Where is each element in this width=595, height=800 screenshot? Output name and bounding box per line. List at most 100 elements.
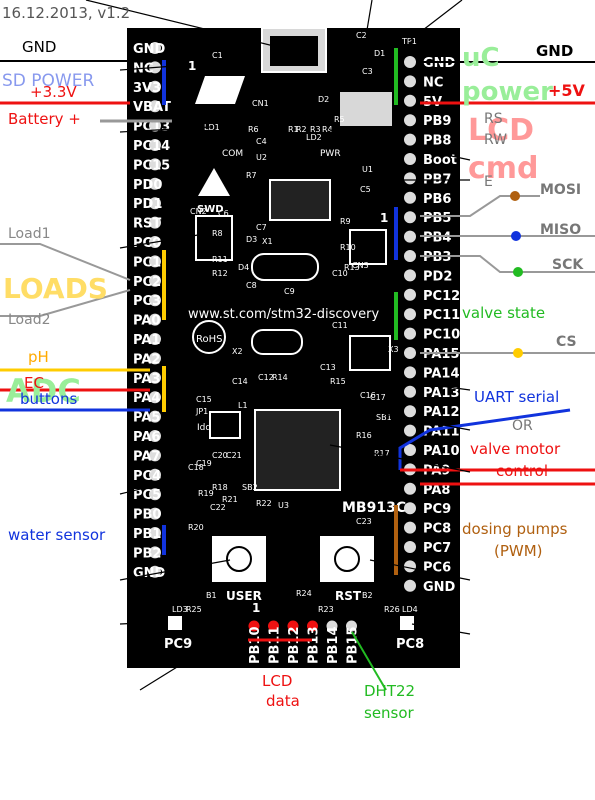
board-url: www.st.com/stm32-discovery xyxy=(188,307,380,322)
led-ld4 xyxy=(400,616,414,630)
board-rst-label: RST xyxy=(335,589,362,603)
ann-valve-motor-2: control xyxy=(496,462,548,480)
component-label-cn1: CN1 xyxy=(252,99,269,108)
component-label-r15: R15 xyxy=(330,377,346,386)
left-pin-label: PA4 xyxy=(133,391,160,406)
right-pin-label: PC9 xyxy=(423,502,451,517)
left-pin-label: GND xyxy=(133,42,166,57)
left-pin-label: PA7 xyxy=(133,449,160,464)
right-pin-label: PC7 xyxy=(423,541,451,556)
left-pin-label: PC4 xyxy=(133,469,161,484)
miso-dot xyxy=(511,231,521,241)
component-label-r4: R4 xyxy=(322,125,333,134)
right-pin-label: PA10 xyxy=(423,444,460,459)
component-label-d3: D3 xyxy=(246,235,257,244)
right-pad-pc12 xyxy=(404,289,416,301)
component-label-c3: C3 xyxy=(362,67,373,76)
component-label-c9: C9 xyxy=(284,287,295,296)
right-pin-label: GND xyxy=(423,56,456,71)
left-pin-label: PB1 xyxy=(133,527,161,542)
right-pin-label: NC xyxy=(423,75,443,90)
cs-dot xyxy=(513,348,523,358)
right-pad-pb5 xyxy=(404,211,416,223)
button-rst-knob[interactable] xyxy=(335,547,359,571)
bottom-pin-label: PB14 xyxy=(326,626,341,664)
right-pad-pa11 xyxy=(404,425,416,437)
component-label-r26: R26 xyxy=(384,605,400,614)
ann-battery: Battery + xyxy=(8,110,81,128)
right-pin-label: PB6 xyxy=(423,192,451,207)
component-label-r18: R18 xyxy=(212,483,228,492)
component-label-c1: C1 xyxy=(212,51,223,60)
right-pad-pd2 xyxy=(404,269,416,281)
ann-plus-5v: +5V xyxy=(548,81,586,100)
ann-plus-3v3: +3.3V xyxy=(30,83,77,101)
component-label-cn3: CN3 xyxy=(352,261,369,270)
right-pin-label: Boot xyxy=(423,153,457,168)
component-label-l1: L1 xyxy=(238,401,248,410)
right-pad-pb4 xyxy=(404,231,416,243)
board-pin1-right: 1 xyxy=(380,211,388,225)
left-pin-label: PC5 xyxy=(133,488,161,503)
ann-power: power xyxy=(462,77,553,107)
ann-rs: RS xyxy=(484,111,503,127)
led-ld3 xyxy=(168,616,182,630)
right-pad-pa12 xyxy=(404,405,416,417)
right-pad-pc7 xyxy=(404,541,416,553)
right-pin-label: PB5 xyxy=(423,211,451,226)
component-label-x1: X1 xyxy=(262,237,273,246)
component-label-c14: C14 xyxy=(232,377,248,386)
ann-uart: UART serial xyxy=(474,388,559,406)
component-label-sb2: SB2 xyxy=(242,483,258,492)
right-pad-pa15 xyxy=(404,347,416,359)
right-pad-pb7 xyxy=(404,172,416,184)
left-pin-label: PA6 xyxy=(133,430,160,445)
component-label-r14: R14 xyxy=(272,373,288,382)
board-pin1-bottom: 1 xyxy=(252,601,260,615)
component-label-c23: C23 xyxy=(356,517,372,526)
right-pad-pc8 xyxy=(404,522,416,534)
component-label-cn2: CN2 xyxy=(190,207,207,216)
component-label-c8: C8 xyxy=(246,281,257,290)
right-pad-pb9 xyxy=(404,114,416,126)
component-label-pc9_led: PC9 xyxy=(164,637,192,652)
board-pwr: PWR xyxy=(320,149,341,159)
ann-ph: pH xyxy=(28,348,49,366)
component-label-x2: X2 xyxy=(232,347,243,356)
ann-e: E xyxy=(484,174,493,190)
right-pin-label: GND xyxy=(423,580,456,595)
left-pin-label: PC14 xyxy=(133,139,170,154)
ann-loads: LOADS xyxy=(3,272,108,305)
component-label-u3: U3 xyxy=(278,501,289,510)
left-pin-label: PC15 xyxy=(133,158,170,173)
mcu-u3 xyxy=(255,410,340,490)
chip-u2 xyxy=(270,180,330,220)
component-label-c22: C22 xyxy=(210,503,226,512)
board-tp1: TP1 xyxy=(401,37,417,46)
ann-dht22-1: DHT22 xyxy=(364,682,415,700)
ann-valve-state: valve state xyxy=(462,304,545,322)
component-label-r12: R12 xyxy=(212,269,228,278)
bottom-pin-label: PB11 xyxy=(268,626,283,664)
ann-or: OR xyxy=(512,418,533,434)
right-pin-label: PD2 xyxy=(423,269,452,284)
ann-gnd-left: GND xyxy=(22,38,56,56)
right-pin-label: PC8 xyxy=(423,522,451,537)
right-pad-boot xyxy=(404,153,416,165)
ann-load2: Load2 xyxy=(8,312,51,328)
right-pad-pa8 xyxy=(404,483,416,495)
component-label-r10: R10 xyxy=(340,243,356,252)
ann-dht22-2: sensor xyxy=(364,704,415,722)
component-label-u1: U1 xyxy=(362,165,373,174)
component-label-jp1: JP1 xyxy=(195,407,208,416)
board-logo: ST xyxy=(208,81,239,106)
component-label-b2: B2 xyxy=(362,591,373,600)
component-label-d1: D1 xyxy=(374,49,385,58)
ann-valve-motor-1: valve motor xyxy=(470,440,561,458)
bottom-pin-label: PB10 xyxy=(248,626,263,664)
ann-cmd: cmd xyxy=(468,151,539,186)
button-user-knob[interactable] xyxy=(227,547,251,571)
ann-dosing-1: dosing pumps xyxy=(462,520,568,538)
component-label-ld2: LD2 xyxy=(306,133,322,142)
left-pin-label: PB0 xyxy=(133,508,161,523)
